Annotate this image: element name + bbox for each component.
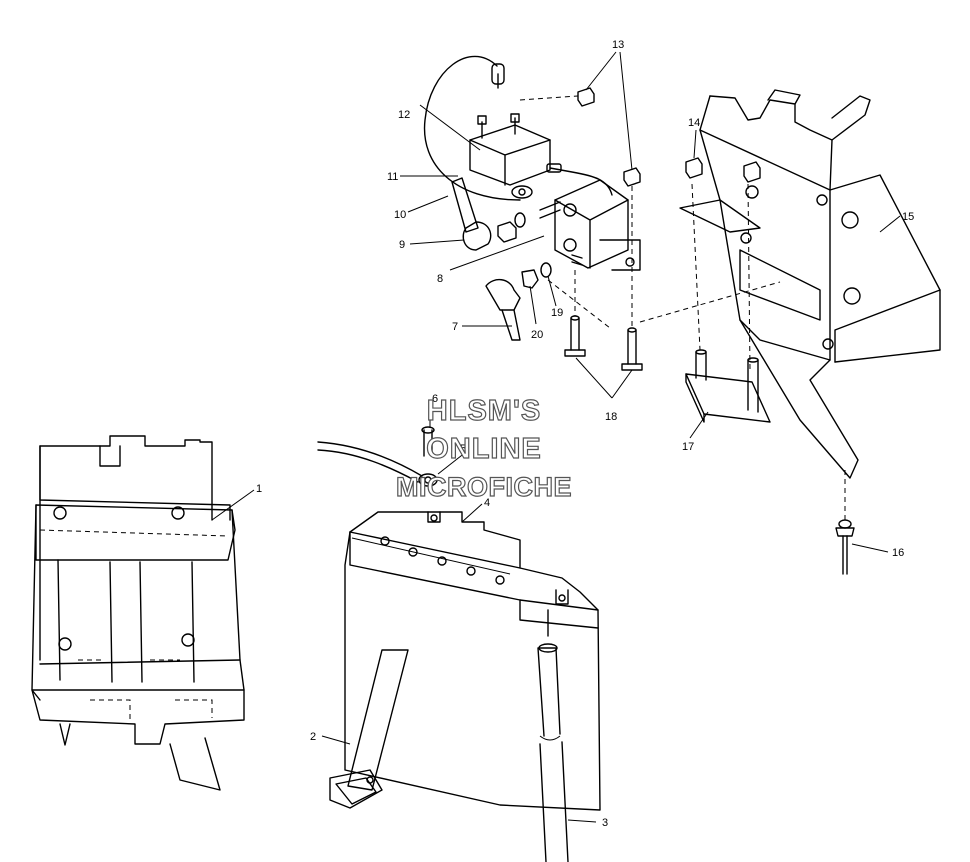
mounting-bracket [679, 89, 941, 479]
terminal-boot-2 [485, 269, 539, 341]
callout-labels: 1 2 3 4 5 6 7 8 9 10 11 12 13 14 15 16 1… [256, 39, 914, 829]
terminal-boot [451, 177, 552, 278]
watermark-line-1: HLSM'S [427, 395, 541, 427]
callout-16: 16 [892, 547, 904, 559]
callout-3: 3 [602, 817, 608, 829]
nut-14 [685, 157, 761, 183]
callout-15: 15 [902, 211, 914, 223]
starter-solenoid [539, 163, 641, 271]
alignment-lines [519, 95, 846, 520]
battery-box [31, 435, 245, 791]
leader-lines [211, 51, 901, 823]
callout-19: 19 [551, 307, 563, 319]
watermark-line-2: ONLINE [426, 433, 542, 465]
callout-9: 9 [399, 239, 405, 251]
callout-8: 8 [437, 273, 443, 285]
callout-12: 12 [398, 109, 410, 121]
stud-plate [685, 349, 771, 423]
vent-hose [537, 643, 569, 862]
callout-14: 14 [688, 117, 700, 129]
battery [344, 511, 601, 811]
watermark-line-3: MICROFICHE [396, 472, 572, 502]
battery-cable [317, 426, 438, 487]
callout-11: 11 [387, 171, 398, 183]
bolt-18 [564, 315, 643, 371]
callout-4: 4 [484, 497, 490, 509]
callout-13: 13 [612, 39, 624, 51]
nut-13 [577, 87, 641, 187]
callout-5: 5 [460, 443, 466, 455]
ignition-coil [423, 55, 551, 201]
callout-18: 18 [605, 411, 617, 423]
hold-down-strap [329, 649, 409, 809]
callout-17: 17 [682, 441, 694, 453]
callout-20: 20 [531, 329, 543, 341]
callout-2: 2 [310, 731, 316, 743]
callout-1: 1 [256, 483, 262, 495]
callout-7: 7 [452, 321, 458, 333]
rivet [835, 519, 855, 575]
callout-10: 10 [394, 209, 406, 221]
callout-6: 6 [432, 393, 438, 405]
watermark: HLSM'S ONLINE MICROFICHE [395, 394, 572, 502]
